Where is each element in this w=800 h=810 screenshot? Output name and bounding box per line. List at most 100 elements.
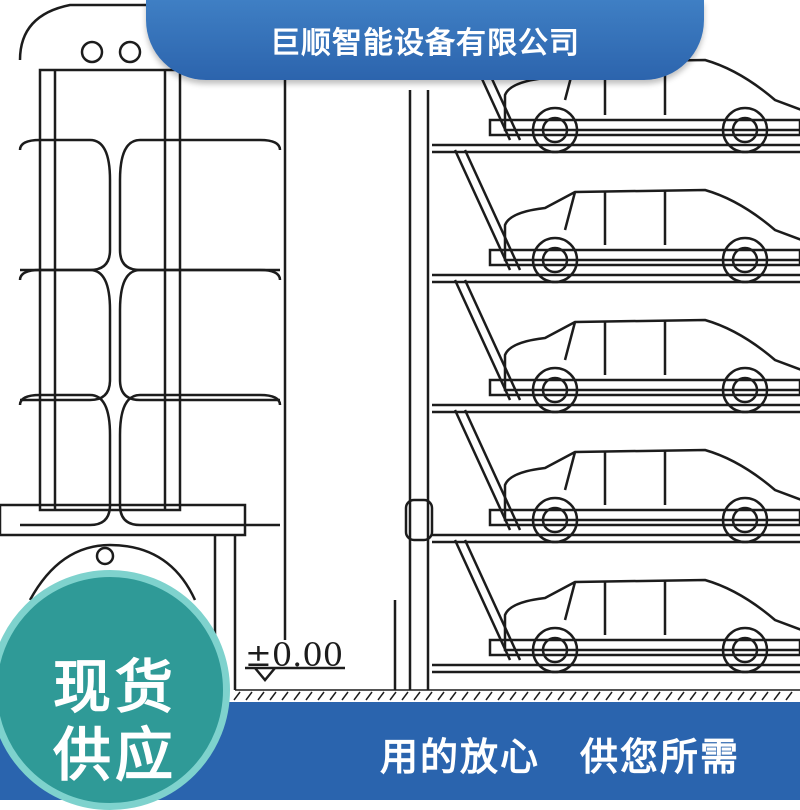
pulley <box>95 546 115 566</box>
tray-strut <box>453 149 512 271</box>
hatch-stroke <box>281 691 289 701</box>
badge-line-2: 供应 <box>52 721 177 789</box>
hatch-stroke <box>317 691 325 701</box>
hatch-stroke <box>725 691 733 701</box>
parking-tray <box>432 539 800 674</box>
hatch-stroke <box>305 691 313 701</box>
pulley <box>118 40 142 64</box>
tower-base <box>0 503 247 537</box>
car-wheel <box>531 236 579 284</box>
elevation-label: ±0.00 <box>245 636 344 674</box>
column-clamp <box>404 498 434 542</box>
hatch-stroke <box>665 691 673 701</box>
hatch-stroke <box>329 691 337 701</box>
left-parking-tower <box>0 3 282 690</box>
car-wheel-hub <box>731 636 759 664</box>
center-column-frame <box>245 80 397 690</box>
car-frame-right <box>118 268 282 402</box>
hatch-stroke <box>689 691 697 701</box>
hatch-stroke <box>509 691 517 701</box>
hatch-stroke <box>377 691 385 701</box>
car-body <box>503 578 800 652</box>
hatch-stroke <box>401 691 409 701</box>
tray-strut <box>463 279 522 401</box>
hatch-stroke <box>425 691 433 701</box>
hatch-stroke <box>641 691 649 701</box>
hatch-stroke <box>245 691 253 701</box>
car-wheel <box>531 626 579 674</box>
tray-platform <box>488 638 800 657</box>
car-wheel-hub <box>541 376 569 404</box>
hatch-stroke <box>473 691 481 701</box>
hatch-stroke <box>593 691 601 701</box>
car-window-line <box>563 451 577 491</box>
car-wheel <box>721 626 769 674</box>
tray-strut <box>463 539 522 661</box>
hatch-stroke <box>413 691 421 701</box>
right-parking-racks <box>404 19 800 690</box>
ground-hatching <box>233 689 800 701</box>
hatch-stroke <box>569 691 577 701</box>
hatch-stroke <box>497 691 505 701</box>
car-body <box>503 318 800 392</box>
car-wheel <box>721 236 769 284</box>
header-banner: 巨顺智能设备有限公司 <box>146 0 704 80</box>
tray-strut <box>463 149 522 271</box>
hatch-stroke <box>545 691 553 701</box>
hatch-stroke <box>581 691 589 701</box>
slogan-text: 用的放心 供您所需 <box>379 734 740 779</box>
car-wheel <box>721 106 769 154</box>
hatch-stroke <box>749 691 757 701</box>
hatch-stroke <box>629 691 637 701</box>
hatch-stroke <box>605 691 613 701</box>
elevation-marker <box>254 667 276 682</box>
car-frame-left <box>18 268 112 402</box>
car-wheel-hub <box>731 506 759 534</box>
hatch-stroke <box>617 691 625 701</box>
tray-platform <box>488 378 800 397</box>
hatch-stroke <box>293 691 301 701</box>
car-wheel <box>531 366 579 414</box>
stock-badge <box>0 570 230 810</box>
hatch-stroke <box>233 691 241 701</box>
hatch-stroke <box>653 691 661 701</box>
car-frame-left <box>18 393 112 527</box>
car-wheel <box>531 106 579 154</box>
hatch-stroke <box>257 691 265 701</box>
car-window-line <box>563 321 577 361</box>
hatch-stroke <box>461 691 469 701</box>
hatch-stroke <box>533 691 541 701</box>
hatch-stroke <box>761 691 769 701</box>
car-frame-right <box>118 138 282 272</box>
car-frame-left <box>18 138 112 272</box>
hatch-stroke <box>269 691 277 701</box>
parking-tray <box>432 279 800 414</box>
hatch-stroke <box>437 691 445 701</box>
parking-tray <box>432 409 800 544</box>
tray-strut <box>463 409 522 531</box>
car-wheel-hub <box>731 116 759 144</box>
car-wheel-hub <box>541 116 569 144</box>
car-wheel <box>531 496 579 544</box>
tray-platform <box>488 508 800 527</box>
hatch-stroke <box>521 691 529 701</box>
car-wheel <box>721 366 769 414</box>
hatch-stroke <box>773 691 781 701</box>
pulley <box>80 40 104 64</box>
hatch-stroke <box>677 691 685 701</box>
tray-strut <box>453 539 512 661</box>
car-frame-right <box>118 393 282 527</box>
car-wheel-hub <box>731 376 759 404</box>
hatch-stroke <box>701 691 709 701</box>
company-name: 巨顺智能设备有限公司 <box>270 26 580 61</box>
lower-car-roof <box>28 543 197 601</box>
car-wheel-hub <box>541 506 569 534</box>
hatch-stroke <box>557 691 565 701</box>
hatch-stroke <box>389 691 397 701</box>
parking-tray <box>432 149 800 284</box>
tray-platform <box>488 248 800 267</box>
car-wheel-hub <box>731 246 759 274</box>
car-wheel-hub <box>541 246 569 274</box>
car-body <box>503 448 800 522</box>
